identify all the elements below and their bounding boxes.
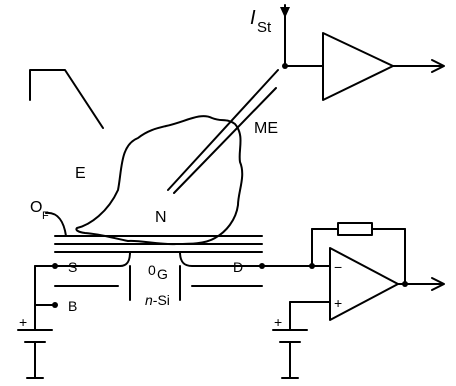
feedback-resistor [337, 222, 373, 236]
current-arrowhead [280, 7, 290, 18]
source-junction [119, 251, 131, 301]
microelectrode-upper-edge [167, 69, 279, 191]
left-battery-plus: + [19, 314, 27, 330]
opamp-minus-sign: − [334, 259, 342, 275]
neuron-cell-body [75, 115, 244, 246]
stimulus-pulse-waveform [29, 69, 104, 129]
substrate-si: -Si [153, 292, 170, 308]
drain-label: D [233, 259, 243, 275]
source-label: S [68, 259, 77, 275]
opamp-triangle [329, 247, 399, 321]
gate-zero-label: 0 [148, 262, 156, 278]
current-label-subscript: St [257, 19, 272, 36]
microelectrode-lower-edge [173, 87, 277, 194]
oxide-pointer-leader [45, 211, 67, 237]
bulk-label: B [68, 298, 77, 314]
electrolyte-label: E [75, 165, 86, 182]
opamp-output-arrowhead [431, 277, 445, 291]
amp-output-arrowhead [431, 59, 445, 73]
right-battery-plus: + [274, 314, 282, 330]
opamp-plus-sign: + [334, 295, 342, 311]
current-label: I [250, 7, 256, 29]
substrate-label: n-Si [145, 292, 170, 308]
oxide-label: O [30, 199, 42, 216]
microelectrode-label: ME [254, 120, 278, 137]
substrate-n: n [145, 292, 153, 308]
oxide-label-subscript: F [42, 210, 49, 222]
drain-junction [179, 251, 263, 301]
voltage-amplifier-triangle [322, 32, 394, 101]
neuron-label: N [155, 209, 167, 226]
opamp-output-node [402, 281, 408, 287]
gate-label: G [157, 266, 168, 282]
